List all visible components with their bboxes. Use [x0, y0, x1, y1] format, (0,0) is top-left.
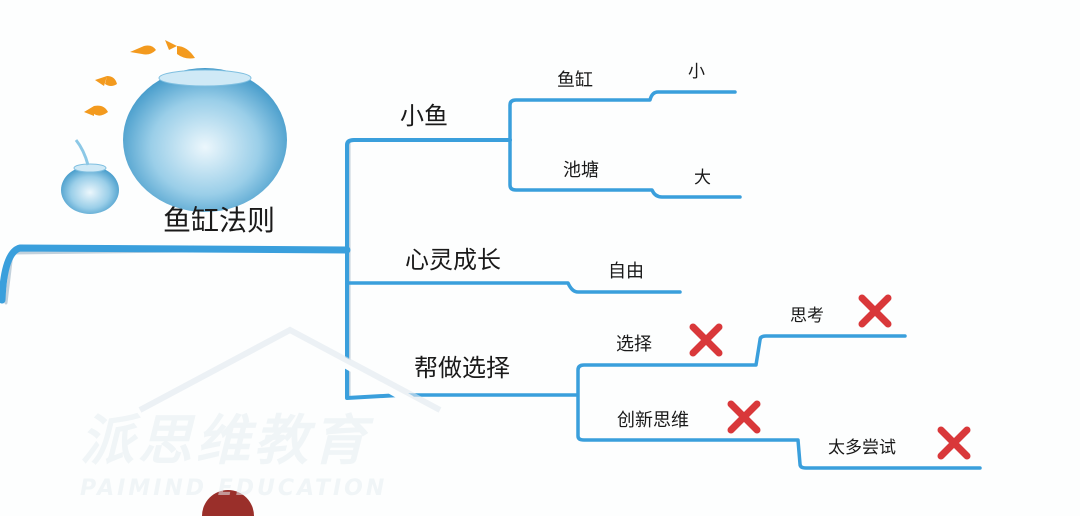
- cross-icon: [727, 400, 761, 434]
- branch-node: 心灵成长: [405, 246, 501, 274]
- branch-bangzuo: [398, 334, 982, 470]
- big-fishbowl-icon: [123, 68, 287, 212]
- branch-node: 帮做选择: [414, 354, 510, 382]
- leaf-node: 思考: [790, 306, 824, 326]
- leaf-node: 太多尝试: [828, 438, 896, 458]
- branch-xiaoyu-children: [508, 90, 742, 199]
- cross-icon: [689, 323, 723, 357]
- sub-node: 创新思维: [617, 410, 689, 431]
- sub-node: 鱼缸: [557, 70, 593, 91]
- root-connector: [0, 244, 351, 304]
- leaf-node: 大: [694, 168, 711, 188]
- watermark-cn: 派思维教育: [80, 409, 370, 472]
- small-fishbowl-icon: [61, 139, 119, 214]
- goldfish-icons: [84, 40, 195, 116]
- watermark-house-outline: [138, 326, 442, 413]
- cross-icon: [937, 426, 971, 460]
- branch-xinling: [345, 281, 682, 294]
- cross-icon: [858, 294, 892, 328]
- sub-node: 自由: [608, 261, 644, 282]
- root-node: 鱼缸法则: [163, 204, 276, 237]
- trunk: [345, 138, 512, 400]
- leaf-node: 小: [688, 62, 705, 82]
- sub-node: 选择: [616, 334, 652, 355]
- branch-node: 小鱼: [400, 102, 448, 130]
- watermark-en: PAIMIND EDUCATION: [80, 476, 388, 501]
- sub-node: 池塘: [563, 160, 599, 181]
- logo-partial: [202, 490, 254, 516]
